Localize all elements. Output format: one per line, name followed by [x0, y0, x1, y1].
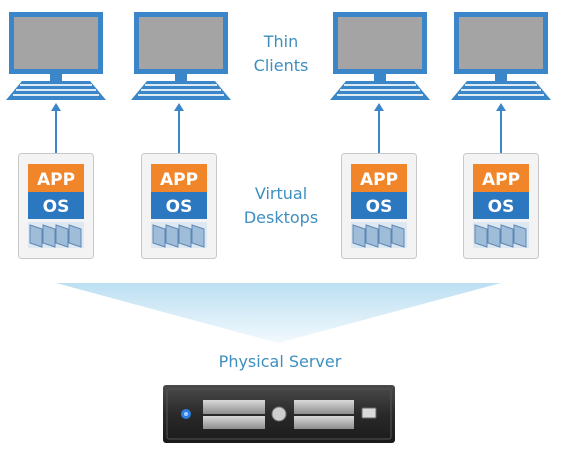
virtual-desktops-label: Virtual Desktops [226, 182, 336, 230]
arrow-up-icon [51, 103, 61, 153]
arrow-up-icon [174, 103, 184, 153]
thin-clients-label-line-2: Clients [253, 56, 309, 75]
hardware-blocks-icon [152, 224, 205, 248]
thin-client-computer-1-icon [6, 12, 106, 100]
hardware-blocks-icon [352, 224, 405, 248]
physical-server-label: Physical Server [218, 352, 342, 371]
vm-app-label: APP [482, 170, 520, 190]
arrow-up-icon [374, 103, 384, 153]
virtualization-funnel [56, 283, 501, 343]
vm-os-label: OS [43, 197, 70, 217]
virtual-desktop-1: APP OS [18, 153, 94, 259]
vm-app-label: APP [160, 170, 198, 190]
thin-client-computer-2-icon [131, 12, 231, 100]
thin-client-computer-3-icon [330, 12, 430, 100]
vm-app-label: APP [360, 170, 398, 190]
arrow-up-icon [496, 103, 506, 153]
vm-os-label: OS [166, 197, 193, 217]
virtual-desktop-3: APP OS [341, 153, 417, 259]
virtual-desktop-4: APP OS [463, 153, 539, 259]
vm-app-label: APP [37, 170, 75, 190]
hardware-blocks-icon [474, 224, 527, 248]
virtual-desktop-2: APP OS [141, 153, 217, 259]
vm-os-label: OS [488, 197, 515, 217]
thin-clients-label-line-1: Thin [263, 32, 299, 51]
thin-clients-label: Thin Clients [238, 30, 324, 78]
virtual-desktops-label-line-2: Desktops [243, 208, 319, 227]
vm-os-label: OS [366, 197, 393, 217]
thin-client-computer-4-icon [451, 12, 551, 100]
hardware-blocks-icon [29, 224, 82, 248]
virtual-desktops-label-line-1: Virtual [254, 184, 308, 203]
physical-server-icon [163, 385, 395, 443]
